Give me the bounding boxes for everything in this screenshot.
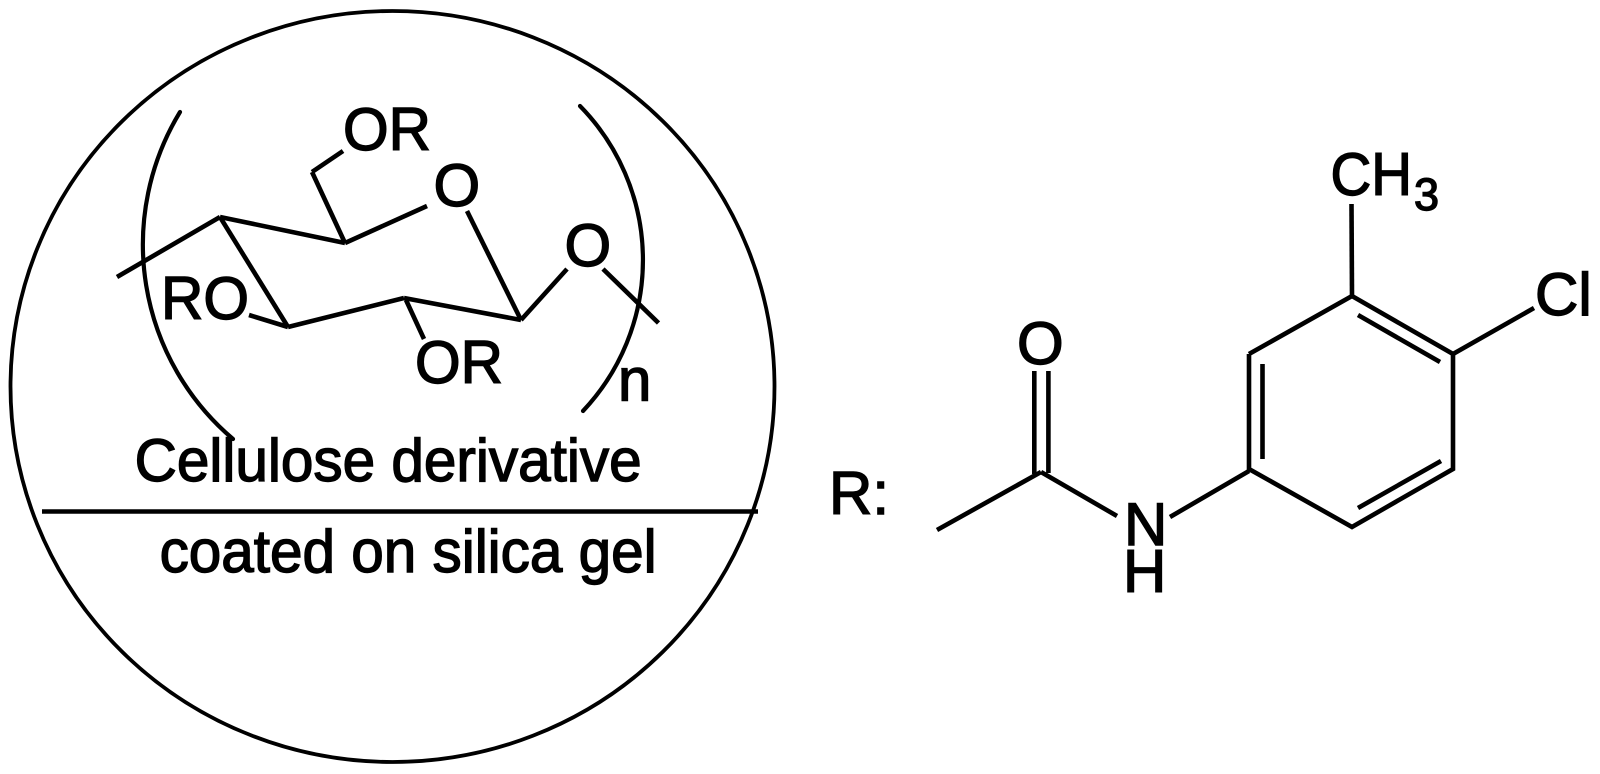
svg-text:RO: RO xyxy=(161,265,249,332)
svg-text:CH: CH xyxy=(1331,141,1413,208)
svg-text:coated on silica gel: coated on silica gel xyxy=(160,518,657,585)
svg-text:O: O xyxy=(565,212,612,279)
svg-text:n: n xyxy=(618,347,651,414)
svg-text:OR: OR xyxy=(343,96,431,163)
svg-text:Cellulose derivative: Cellulose derivative xyxy=(135,427,642,494)
svg-text:3: 3 xyxy=(1414,169,1439,220)
svg-text:O: O xyxy=(434,152,481,219)
svg-text:Cl: Cl xyxy=(1535,261,1592,328)
svg-text:OR: OR xyxy=(415,329,503,396)
svg-text:O: O xyxy=(1017,310,1064,377)
svg-text:H: H xyxy=(1123,538,1166,605)
svg-text:N: N xyxy=(1124,491,1167,558)
svg-text:R:: R: xyxy=(829,460,889,527)
